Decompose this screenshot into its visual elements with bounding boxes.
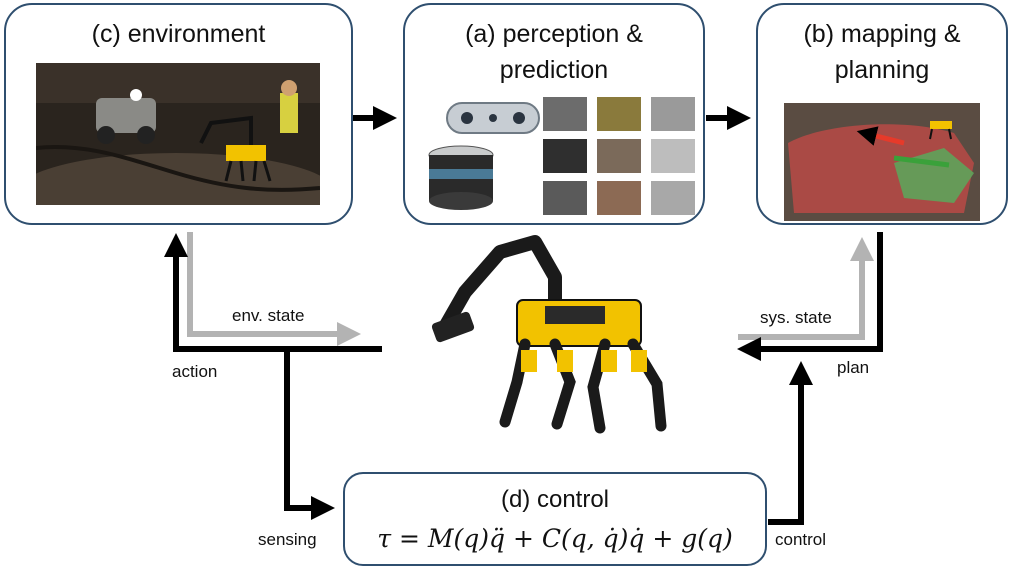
environment-box: (c) environment: [4, 3, 353, 225]
label-control: control: [775, 530, 827, 549]
label-sys-state: sys. state: [760, 308, 832, 327]
arrow-control: [768, 361, 813, 525]
label-sensing: sensing: [258, 530, 317, 549]
label-plan: plan: [837, 358, 870, 377]
perception-title-line1: (a) perception &: [465, 20, 643, 48]
label-action: action: [172, 362, 218, 381]
arrow-sys-state: [738, 237, 874, 340]
environment-title: (c) environment: [91, 20, 266, 48]
environment-photo: [36, 63, 320, 205]
spot-robot-image: [431, 235, 667, 434]
mapping-scene-image: [784, 103, 980, 221]
arrow-sensing: [284, 349, 335, 520]
control-title: (d) control: [500, 486, 610, 513]
arrow-action: [164, 233, 382, 352]
lidar-sensor-image: [428, 145, 494, 210]
arrow-env-state: [187, 232, 361, 346]
control-box: (d) control τ = M(q)q̈ + C(q, q̇)q̇ + g(…: [343, 472, 767, 566]
control-equation: τ = M(q)q̈ + C(q, q̇)q̇ + g(q): [377, 524, 733, 553]
arrow-plan: [737, 232, 883, 361]
terrain-patches-grid: [543, 97, 695, 215]
mapping-title-line2: planning: [834, 56, 930, 84]
label-env-state: env. state: [232, 306, 305, 325]
depth-camera-image: [446, 102, 540, 134]
mapping-box: (b) mapping & planning: [756, 3, 1008, 225]
perception-title-line2: prediction: [499, 56, 609, 84]
perception-box: (a) perception & prediction: [403, 3, 705, 225]
mapping-title-line1: (b) mapping &: [803, 20, 961, 48]
